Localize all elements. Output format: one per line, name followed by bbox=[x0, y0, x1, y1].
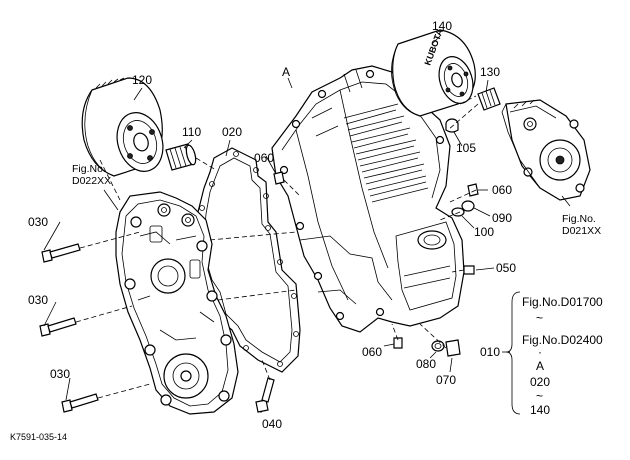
label-120: 120 bbox=[132, 73, 152, 87]
label-040: 040 bbox=[262, 417, 282, 431]
nipple-110 bbox=[165, 143, 197, 171]
label-030-bottom: 030 bbox=[50, 367, 70, 381]
bolt-030-c bbox=[61, 393, 99, 413]
fig-ref-right-top: Fig.No. bbox=[562, 213, 596, 225]
part-labels: 120 110 020 140 130 A 105 060 090 100 05… bbox=[10, 19, 603, 442]
fig-ref-right-bottom: D021XX bbox=[562, 225, 601, 237]
brace-bracket bbox=[505, 291, 521, 415]
brace-line-3: 020 bbox=[530, 375, 550, 389]
label-060-right: 060 bbox=[492, 183, 512, 197]
brace-line-1: Fig.No.D01700 bbox=[522, 295, 603, 309]
brace-tilde-2: ~ bbox=[536, 389, 543, 403]
label-020: 020 bbox=[222, 125, 242, 139]
label-070: 070 bbox=[436, 373, 456, 387]
label-080: 080 bbox=[416, 357, 436, 371]
assembly-lines bbox=[75, 95, 479, 399]
label-105: 105 bbox=[456, 141, 476, 155]
filter-bracket bbox=[501, 99, 591, 201]
label-090: 090 bbox=[492, 211, 512, 225]
brace-tilde-1: ~ bbox=[536, 311, 543, 325]
label-140: 140 bbox=[432, 19, 452, 33]
leader-lines bbox=[43, 35, 571, 413]
oil-filter-140: KUBOTA bbox=[391, 27, 476, 117]
oil-filter-120 bbox=[81, 77, 164, 177]
label-030-middle: 030 bbox=[28, 293, 48, 307]
label-110: 110 bbox=[182, 125, 201, 139]
bolt-030-b bbox=[39, 317, 77, 337]
label-060-bottom: 060 bbox=[362, 345, 382, 359]
brace-mark-a: A bbox=[536, 359, 544, 373]
nipple-130 bbox=[477, 87, 501, 111]
fig-ref-left-top: Fig.No. bbox=[72, 163, 106, 175]
drawing-number: K7591-035-14 bbox=[10, 432, 67, 442]
label-130: 130 bbox=[480, 65, 500, 79]
label-010: 010 bbox=[480, 345, 500, 359]
label-050: 050 bbox=[496, 261, 516, 275]
label-100: 100 bbox=[474, 225, 494, 239]
fig-ref-left-bottom: D022XX bbox=[72, 175, 111, 187]
bolt-040 bbox=[255, 377, 275, 413]
label-030-top: 030 bbox=[28, 215, 48, 229]
front-cover-casting bbox=[115, 191, 239, 415]
mark-a: A bbox=[282, 65, 290, 79]
label-060-left: 060 bbox=[254, 151, 274, 165]
brace-line-4: 140 bbox=[530, 403, 550, 417]
brace-dot: · bbox=[538, 345, 542, 359]
brace-line-2: Fig.No.D02400 bbox=[522, 333, 603, 347]
bolt-030-a bbox=[41, 243, 81, 263]
transmission-case bbox=[271, 65, 465, 333]
